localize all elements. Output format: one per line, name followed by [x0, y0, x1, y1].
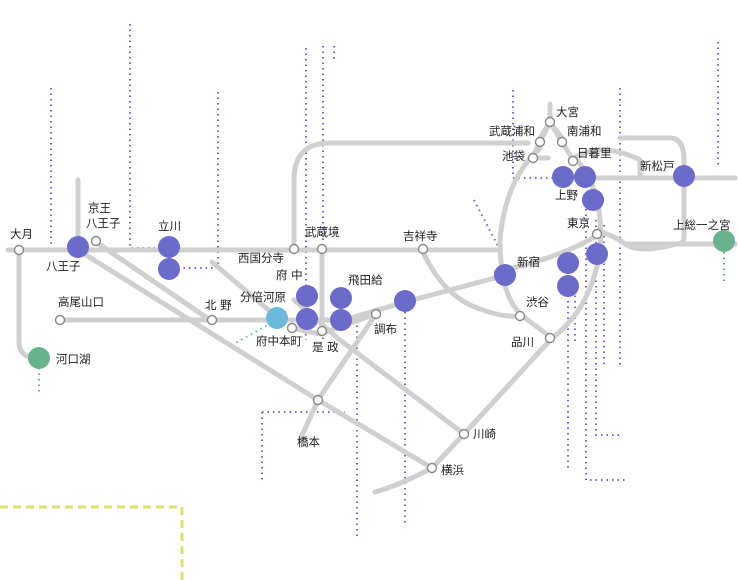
label-tokyo: 東京 — [567, 216, 590, 230]
station-kawasaki — [458, 428, 470, 440]
label-chofu: 調布 — [374, 322, 397, 336]
marker-fuchu-1 — [296, 285, 318, 307]
marker-tobitakyu-1 — [330, 287, 352, 309]
marker-shinmatsudo — [673, 165, 695, 187]
marker-ueno-3 — [582, 189, 604, 211]
rail-lines — [5, 101, 738, 495]
label-takaosanguchi: 高尾山口 — [58, 295, 104, 309]
station-chofu — [370, 308, 382, 320]
station-hashimoto — [312, 394, 324, 406]
station-otsuki — [13, 244, 25, 256]
label-ueno: 上野 — [555, 188, 578, 202]
label-omiya: 大宮 — [556, 105, 579, 119]
label-shinmatsudo: 新松戸 — [640, 159, 675, 173]
marker-kazusa-ichinomiya — [713, 230, 735, 252]
label-bubaigawara: 分倍河原 — [240, 290, 286, 304]
marker-shinjuku — [494, 264, 516, 286]
markers — [28, 165, 735, 369]
label-musashisakai: 武蔵境 — [305, 225, 340, 239]
station-takaosanguchi — [54, 314, 66, 326]
station-minamiurawa — [556, 136, 568, 148]
marker-tokyo-1 — [586, 243, 608, 265]
marker-ueno-1 — [552, 166, 574, 188]
label-shinagawa: 品川 — [511, 335, 534, 349]
marker-tokyo-3 — [557, 275, 579, 297]
station-nishikokubunji — [288, 243, 300, 255]
marker-tobitakyu-2 — [330, 309, 352, 331]
station-musashiurawa — [534, 136, 546, 148]
label-keio-hachioji-2: 八王子 — [86, 216, 121, 230]
station-ikebukuro — [527, 152, 539, 164]
marker-ueno-2 — [574, 166, 596, 188]
label-kazusa-ichinomiya: 上総一之宮 — [673, 218, 731, 232]
station-omiya — [544, 116, 556, 128]
label-fuchu-honmachi: 府中本町 — [256, 334, 302, 348]
label-kitano: 北 野 — [205, 298, 232, 312]
label-tobitakyu: 飛田給 — [348, 273, 383, 287]
station-musashisakai — [316, 243, 328, 255]
label-hashimoto: 橋本 — [297, 435, 320, 449]
marker-fuchu-2 — [296, 308, 318, 330]
label-kawaguchiko: 河口湖 — [56, 352, 91, 366]
label-ikebukuro: 池袋 — [502, 149, 525, 163]
station-fuchu-honmachi — [286, 322, 298, 334]
marker-chofu-east — [394, 290, 416, 312]
station-kitano — [206, 314, 218, 326]
label-musashiurawa: 武蔵浦和 — [489, 124, 535, 138]
station-nippori — [567, 155, 579, 167]
label-fuchu: 府 中 — [276, 268, 303, 282]
marker-tachikawa-2 — [158, 258, 180, 280]
station-shibuya — [514, 310, 526, 322]
label-kawasaki: 川崎 — [473, 427, 496, 441]
label-tachikawa: 立川 — [158, 219, 181, 233]
label-minamiurawa: 南浦和 — [567, 124, 602, 138]
station-keio-hachioji — [90, 235, 102, 247]
label-nippori: 日暮里 — [577, 146, 612, 160]
label-otsuki: 大月 — [10, 227, 33, 241]
station-yokohama — [426, 462, 438, 474]
station-labels: 大月 八王子 京王 八王子 立川 高尾山口 北 野 河口湖 分倍河原 府中本町 … — [10, 105, 731, 477]
station-kichijoji — [417, 243, 429, 255]
station-shinagawa — [544, 332, 556, 344]
marker-kawaguchiko — [28, 347, 50, 369]
marker-tokyo-2 — [557, 252, 579, 274]
label-nishikokubunji: 西国分寺 — [238, 251, 284, 265]
label-keio-hachioji-1: 京王 — [88, 201, 111, 215]
marker-hachioji — [67, 236, 89, 258]
label-kichijoji: 吉祥寺 — [403, 229, 438, 243]
label-hachioji: 八王子 — [46, 259, 81, 273]
station-tokyo — [591, 228, 603, 240]
marker-bubaigawara — [266, 307, 288, 329]
marker-tachikawa-1 — [158, 236, 180, 258]
label-koremasa: 是 政 — [312, 340, 339, 354]
label-shinjuku: 新宿 — [517, 255, 540, 269]
label-yokohama: 横浜 — [441, 463, 464, 477]
station-koremasa — [316, 325, 328, 337]
boundary-dashed — [0, 505, 184, 580]
label-shibuya: 渋谷 — [526, 295, 549, 309]
station-circles — [13, 116, 603, 474]
